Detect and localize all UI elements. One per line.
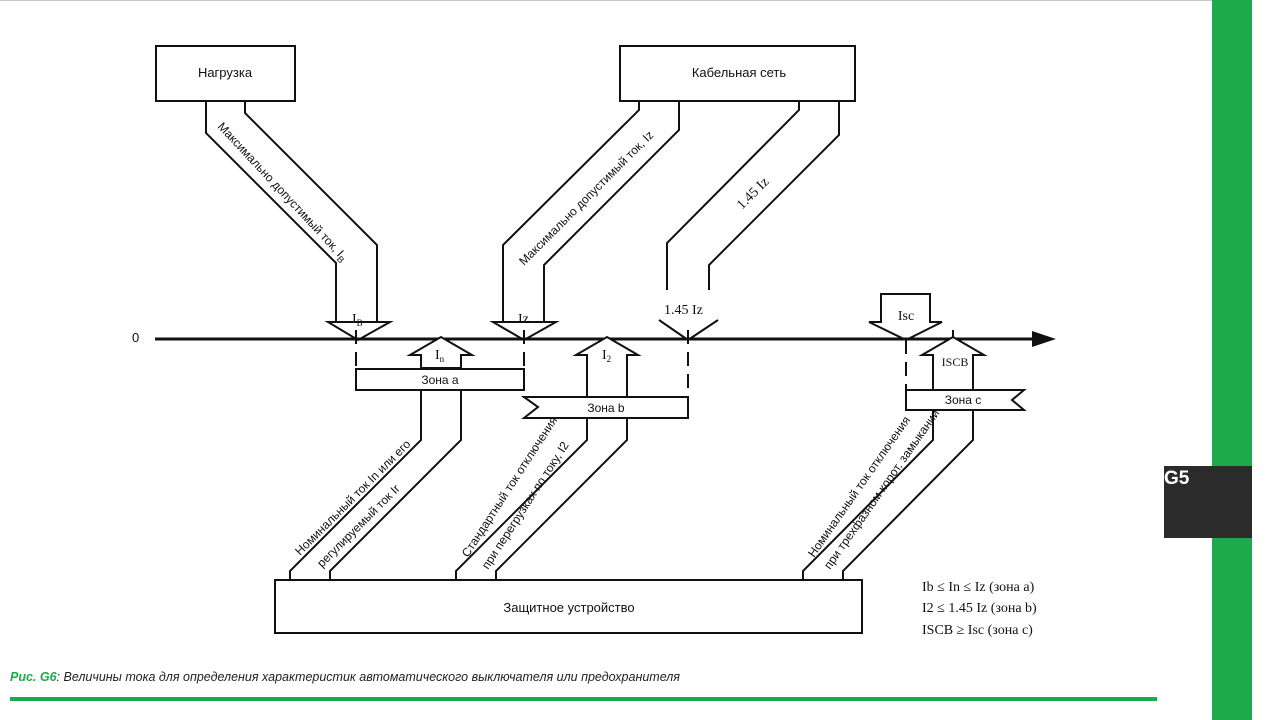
page-tab-label: G5 [1164,468,1190,489]
k145-axis-label: 1.45 Iz [664,303,703,318]
current-zones-diagram: Нагрузка Кабельная сеть Максимально допу… [132,45,1056,638]
iscb-axis-label: ISCB [942,355,969,369]
load-label: Нагрузка [198,65,253,80]
in-up-arrow: In [406,335,476,369]
i2-axis-label: I [602,348,607,363]
caption-label: Рис. G6 [10,670,57,684]
condition-zone-c: ISCB ≥ Isc (зона c) [922,623,1033,638]
protective-label: Защитное устройство [503,600,634,615]
ib-desc: Максимально допустимый ток, I [215,119,347,259]
axis-origin: 0 [132,330,139,345]
zone-a-bar: Зона a [355,368,525,391]
ib-down-arrow: Максимально допустимый ток, IB [205,101,394,342]
top-rule [0,0,1212,1]
svg-text:Максимально допустимый ток, IB: Максимально допустимый ток, IB [213,119,350,265]
iz-down-arrow: Максимально допустимый ток, Iz [489,101,680,342]
iscb-stem: Номинальный ток отключения при трехфазно… [802,407,974,580]
page-tab: G5 [1164,466,1252,538]
iscb-up-arrow: ISCB [918,335,988,391]
caption-text: : Величины тока для определения характер… [56,670,680,684]
condition-zone-b: I2 ≤ 1.45 Iz (зона b) [922,601,1037,616]
svg-text:I2: I2 [602,348,611,364]
iz-axis-label: Iz [518,312,529,327]
conditions: Ib ≤ In ≤ Iz (зона a) I2 ≤ 1.45 Iz (зона… [922,580,1037,638]
in-axis-label: I [435,348,440,363]
ib-axis-label: IB [352,312,363,328]
page-edge-bar [1212,0,1252,720]
load-box: Нагрузка [155,45,296,102]
svg-text:In: In [435,348,445,364]
i2-stem: Стандартный ток отключения при перегрузк… [455,414,628,580]
iscb-desc-line1: Номинальный ток отключения [805,414,913,560]
zone-b-label: Зона b [587,401,625,415]
isc-label: Isc [898,309,914,324]
protective-device-box: Защитное устройство [274,579,863,634]
current-axis: 0 [132,330,1056,347]
in-stem: Номинальный ток In или его регулируемый … [289,390,462,580]
zone-a-label: Зона a [421,373,459,387]
bottom-rule [10,697,1157,701]
cable-box: Кабельная сеть [619,45,856,102]
isc-down-arrow: Isc [868,293,943,342]
cable-label: Кабельная сеть [692,65,787,80]
zone-c-label: Зона c [945,393,982,407]
iz-desc: Максимально допустимый ток, Iz [516,128,656,268]
zone-c-bar: Зона c [905,389,1027,411]
condition-zone-a: Ib ≤ In ≤ Iz (зона a) [922,580,1035,595]
zone-b-bar: Зона b [520,396,689,419]
i2-up-arrow: I2 [572,335,642,398]
figure-caption: Рис. G6: Величины тока для определения х… [10,670,680,684]
